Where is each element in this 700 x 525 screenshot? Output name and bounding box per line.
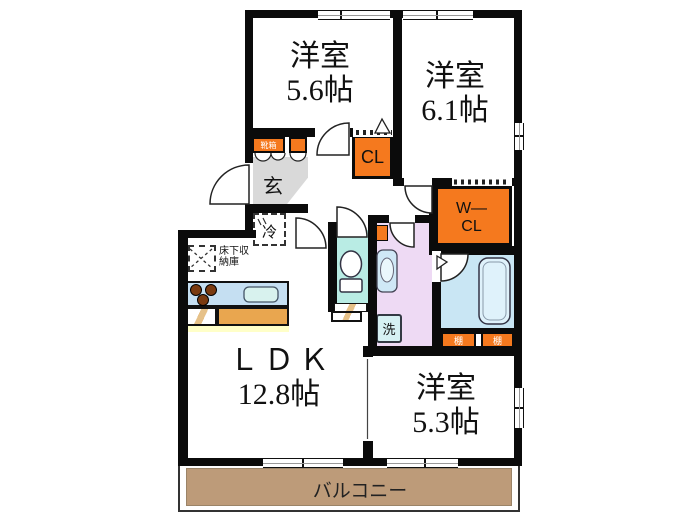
room-label-bedroom-b: 洋室 6.1帖 [385,60,525,128]
kitchen-counter-front [217,307,289,326]
wall-left-lower [178,230,188,466]
closet-box: CL [352,135,393,179]
washing-machine-box: 洗 [376,314,402,343]
shoe-cabinet-arc-2 [270,152,286,161]
balcony-label: バルコニー [312,481,408,502]
stove-burners [190,284,217,306]
room-label-bedroom-a: 洋室 5.6帖 [250,40,390,108]
wall-step [178,230,256,238]
wall-entry-south [245,204,308,213]
window-bedroom-b-right [514,123,524,150]
toilet-fixture [339,250,363,293]
shoe-cabinet-arc-1 [254,152,272,162]
walk-in-closet-label-line2: CL [461,218,482,235]
underfloor-storage-marks [189,248,213,269]
walk-in-closet-box: W— CL [431,186,512,246]
vanity-fixture [376,249,398,293]
bedroom-b-size: 6.1帖 [421,94,489,127]
wall-bedroom-c-north [363,346,522,356]
wall-washroom-west [368,215,377,354]
bedroom-a-size: 5.6帖 [286,74,354,107]
wall-bottom [178,458,522,466]
underfloor-storage-label: 床下収 納庫 [219,246,249,268]
refrigerator-box: 冷 [253,213,286,246]
bedroom-a-name: 洋室 [290,40,350,73]
kitchen-sill [184,307,217,326]
entry-label: 玄 [263,176,283,198]
wall-bath-south [432,328,522,334]
door-swing-triangles [373,117,449,271]
washing-machine-label: 洗 [382,322,396,337]
wall-toilet-west [328,222,337,312]
bathroom-door-arc [440,253,469,282]
closet-opening-hatches [356,130,510,185]
bedroom-b-name: 洋室 [425,60,485,93]
bedroom-b-door-opening [404,178,432,186]
kitchen-floor-strip [184,326,289,332]
room-label-bedroom-c: 洋室 5.3帖 [375,372,517,440]
window-bedroom-c-bottom [387,458,458,468]
underfloor-storage-box [188,245,216,272]
kitchen-sink [243,286,279,303]
wall-right [514,10,522,466]
window-bedroom-c-right [514,388,524,428]
balcony-deck [186,468,512,506]
ldk-name: ＬＤＫ [229,344,334,377]
washroom-door-arc [389,222,415,248]
window-bedroom-b-top [403,10,473,20]
wall-bedrooms-divider [393,10,402,186]
ldk-size: 12.8帖 [237,378,321,411]
closet-label: CL [360,146,384,167]
entrance-door-arc [209,164,250,205]
washroom-door-opening [389,215,415,223]
door-arcs [209,122,469,282]
shelf-label-1: 棚 [453,335,463,346]
closet-door-marker [373,117,392,134]
refrigerator-marks [257,217,267,226]
cabinet-door-arcs [254,152,307,162]
ldk-sill [331,311,362,322]
room-label-ldk: ＬＤＫ 12.8帖 [209,344,349,412]
wall-bath-north [429,246,522,255]
shelf-label-2: 棚 [492,335,502,346]
shoe-box-label: 靴箱 [260,140,277,150]
wall-left-upper [245,10,253,238]
shoe-box: 靴箱 [252,137,285,153]
bedroom-b-door-arc [404,185,433,214]
refrigerator-label: 冷 [261,224,277,241]
bathtub-fixture [478,257,511,325]
bedroom-a-door-arc [316,122,350,156]
bedroom-c-name: 洋室 [416,372,476,405]
bath-door-marker [436,254,449,271]
shoe-box-small [289,137,307,153]
window-ldk-bottom [263,458,343,468]
ldk-door-arc [295,217,327,249]
wall-wcl-west [429,186,438,247]
shoe-cabinet-arc-3 [289,152,307,162]
walk-in-closet-label-line1: W— [455,200,488,217]
window-bedroom-a-top [318,10,390,20]
wall-bath-west [432,247,441,354]
bedroom-c-size: 5.3帖 [412,406,480,439]
toilet-door-arc [336,206,368,238]
